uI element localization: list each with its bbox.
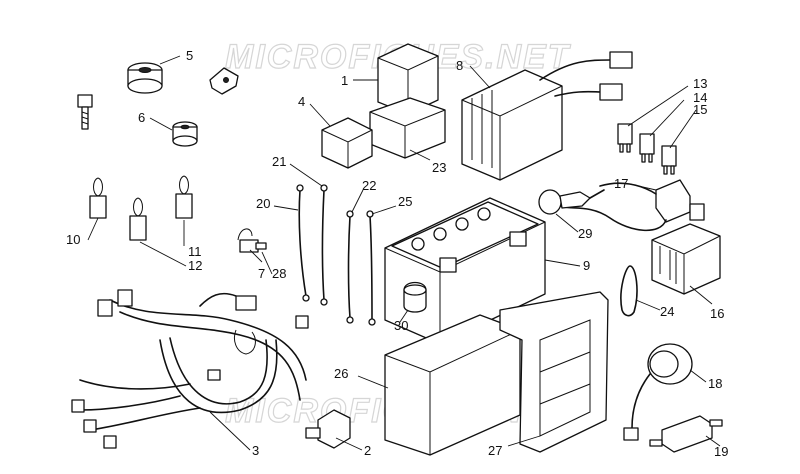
callout-labels: 1 2 3 4 5 6 7 8 9 10 11 12 13 14 15 16 1… bbox=[66, 48, 728, 459]
part-18-sensor[interactable] bbox=[623, 343, 693, 441]
part-13-fuse[interactable] bbox=[617, 123, 633, 153]
part-10-connector[interactable] bbox=[89, 177, 107, 219]
callout-17: 17 bbox=[614, 176, 628, 191]
part-20-cable[interactable] bbox=[296, 184, 310, 302]
bolt[interactable] bbox=[77, 94, 93, 130]
part-12-connector[interactable] bbox=[129, 197, 147, 241]
callout-5: 5 bbox=[186, 48, 193, 63]
callout-27: 27 bbox=[488, 443, 502, 458]
callout-7: 7 bbox=[258, 266, 265, 281]
part-6-grommet-small[interactable] bbox=[172, 121, 198, 147]
part-17-fuse-holder[interactable] bbox=[559, 179, 705, 232]
part-15-fuse[interactable] bbox=[661, 145, 677, 175]
part-21-cable[interactable] bbox=[320, 184, 328, 306]
part-14-fuse[interactable] bbox=[639, 133, 655, 163]
callout-11: 11 bbox=[188, 244, 202, 259]
callout-15: 15 bbox=[693, 102, 707, 117]
part-26-battery-box[interactable] bbox=[384, 314, 521, 456]
part-27-battery-support[interactable] bbox=[499, 291, 609, 453]
part-3-wiring-harness[interactable] bbox=[71, 289, 309, 449]
callout-16: 16 bbox=[710, 306, 724, 321]
bracket-clip[interactable] bbox=[209, 67, 239, 95]
part-19-switch[interactable] bbox=[649, 415, 723, 453]
callout-20: 20 bbox=[256, 196, 270, 211]
callout-25: 25 bbox=[398, 194, 412, 209]
part-4-connector-block[interactable] bbox=[321, 117, 373, 169]
part-16-fuse-box[interactable] bbox=[651, 223, 721, 295]
callout-19: 19 bbox=[714, 444, 728, 459]
callout-13: 13 bbox=[693, 76, 707, 91]
callout-28: 28 bbox=[272, 266, 286, 281]
part-7-switch[interactable] bbox=[237, 228, 267, 253]
callout-2: 2 bbox=[364, 443, 371, 458]
callout-12: 12 bbox=[188, 258, 202, 273]
part-30-terminal-cover[interactable] bbox=[403, 281, 427, 313]
part-5-grommet[interactable] bbox=[127, 62, 163, 94]
part-22-cable[interactable] bbox=[346, 210, 354, 324]
callout-14: 14 bbox=[693, 90, 707, 105]
leader-lines bbox=[87, 55, 721, 451]
callout-29: 29 bbox=[578, 226, 592, 241]
callout-4: 4 bbox=[298, 94, 305, 109]
callout-3: 3 bbox=[252, 443, 259, 458]
callout-8: 8 bbox=[456, 58, 463, 73]
callout-22: 22 bbox=[362, 178, 376, 193]
part-2-switch[interactable] bbox=[305, 409, 351, 449]
part-29-terminal-cover[interactable] bbox=[538, 189, 605, 215]
callout-23: 23 bbox=[432, 160, 446, 175]
part-25-cable[interactable] bbox=[366, 210, 376, 326]
part-11-connector[interactable] bbox=[175, 175, 193, 219]
callout-6: 6 bbox=[138, 110, 145, 125]
part-1-relay[interactable] bbox=[377, 43, 439, 115]
callout-26: 26 bbox=[334, 366, 348, 381]
callout-1: 1 bbox=[341, 73, 348, 88]
part-23-relay-socket[interactable] bbox=[369, 97, 446, 159]
callout-30: 30 bbox=[394, 318, 408, 333]
callout-21: 21 bbox=[272, 154, 286, 169]
part-24-rubber-strap[interactable] bbox=[620, 265, 638, 317]
callout-10: 10 bbox=[66, 232, 80, 247]
callout-24: 24 bbox=[660, 304, 674, 319]
callout-18: 18 bbox=[708, 376, 722, 391]
callout-9: 9 bbox=[583, 258, 590, 273]
part-8-voltage-regulator[interactable] bbox=[461, 51, 633, 181]
